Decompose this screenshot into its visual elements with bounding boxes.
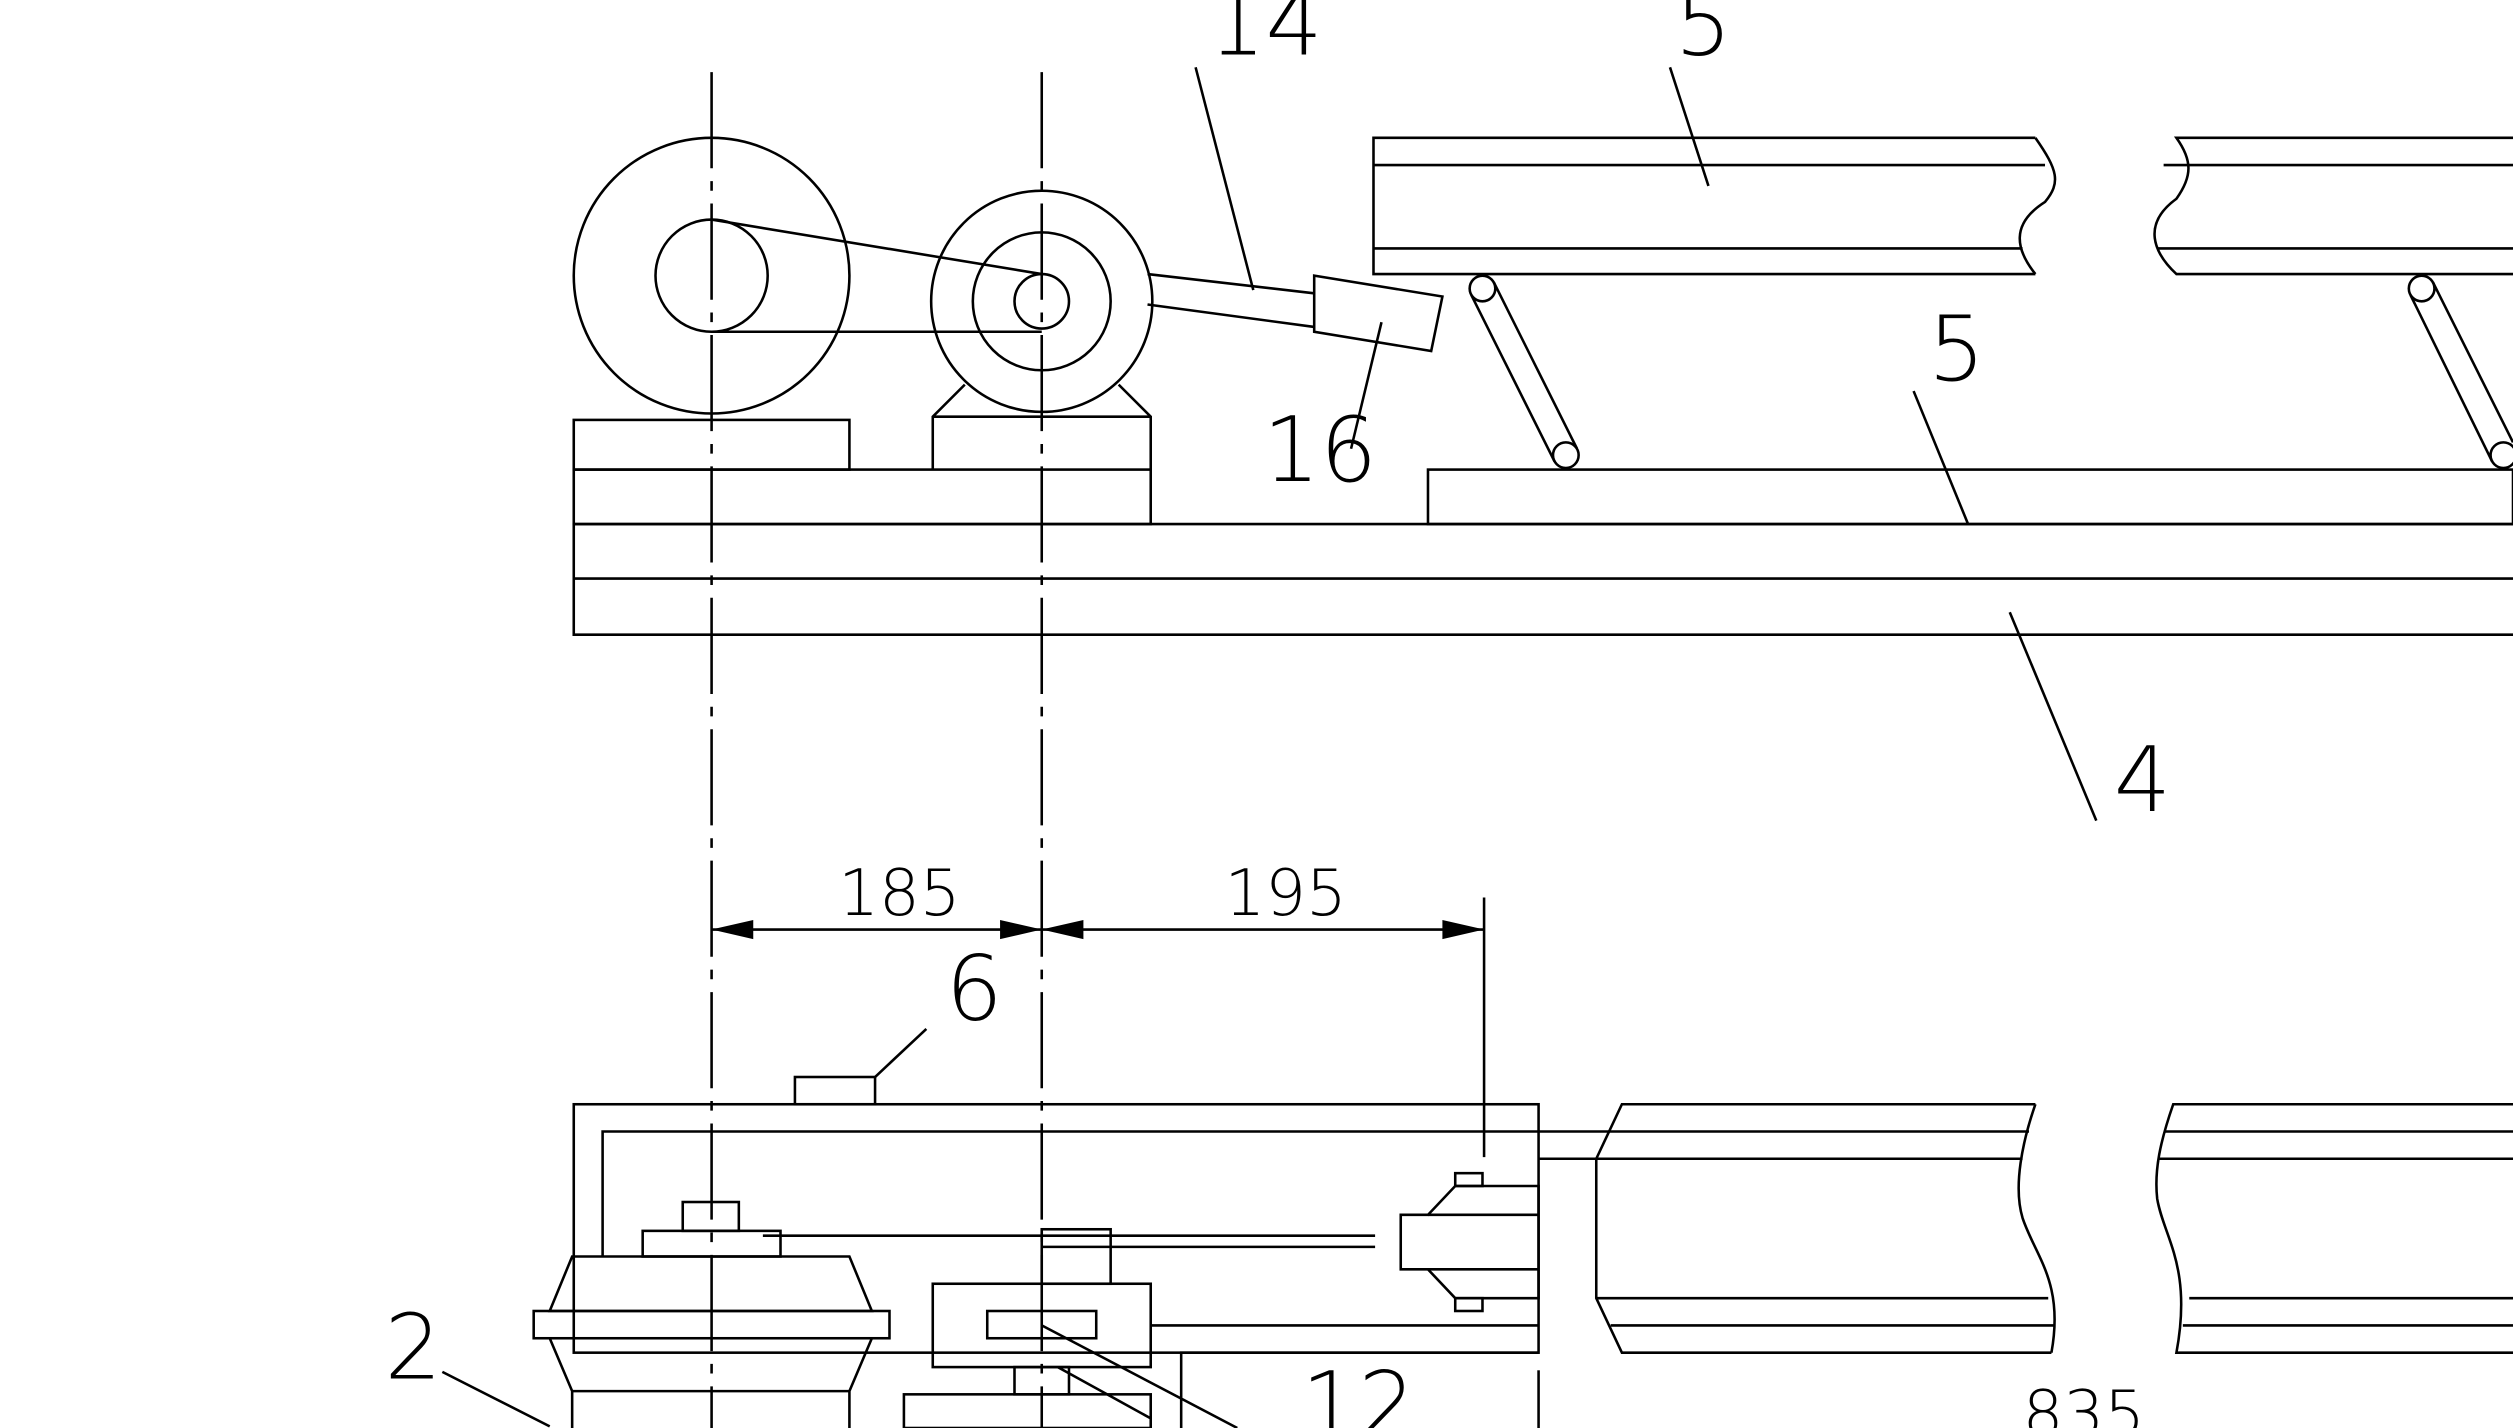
label-12: 12 (1301, 1354, 1415, 1428)
rail-platform (1426, 468, 2513, 526)
dim-label-185: 185 (838, 857, 960, 931)
label-6: 6 (946, 937, 1003, 1041)
leader-lines-top (1194, 66, 2098, 822)
label-14: 14 (1208, 0, 1322, 76)
drive-shaft (762, 1227, 1376, 1286)
label-5-mid: 5 (1928, 298, 1985, 402)
top-block-6 (793, 1075, 877, 1106)
label-2: 2 (385, 1296, 442, 1400)
lower-frame (1179, 1351, 1540, 1428)
screen-deck-right (2153, 136, 2513, 276)
dimension-185 (711, 919, 1042, 940)
drive-platform (572, 468, 1153, 526)
leader-2 (441, 1370, 551, 1428)
label-4: 4 (2114, 729, 2171, 833)
drive-belt (711, 218, 1042, 334)
screen-deck-left (1372, 136, 2057, 276)
screen-deck-bottom-right (2155, 1102, 2513, 1354)
driven-pulley (929, 189, 1154, 414)
motor-bottom (532, 1200, 891, 1428)
pulley-support (931, 383, 1153, 470)
center-lines (710, 72, 1044, 1428)
support-link-left (1468, 274, 1580, 470)
lever-arm (1147, 272, 1315, 329)
coupling (1399, 1171, 1540, 1313)
dim-label-195: 195 (1224, 857, 1346, 931)
main-frame (572, 522, 2513, 636)
leader-6 (874, 1027, 928, 1078)
counterweight-block (1312, 274, 1444, 353)
label-5-top: 5 (1675, 0, 1732, 76)
screen-deck-bottom-left (1538, 1102, 2056, 1354)
eccentric-block (902, 1282, 1238, 1428)
label-16: 16 (1263, 399, 1377, 503)
dimension-195 (1041, 897, 1486, 1158)
dim-label-835: 835 (2023, 1378, 2145, 1428)
support-link-right (2407, 274, 2513, 470)
